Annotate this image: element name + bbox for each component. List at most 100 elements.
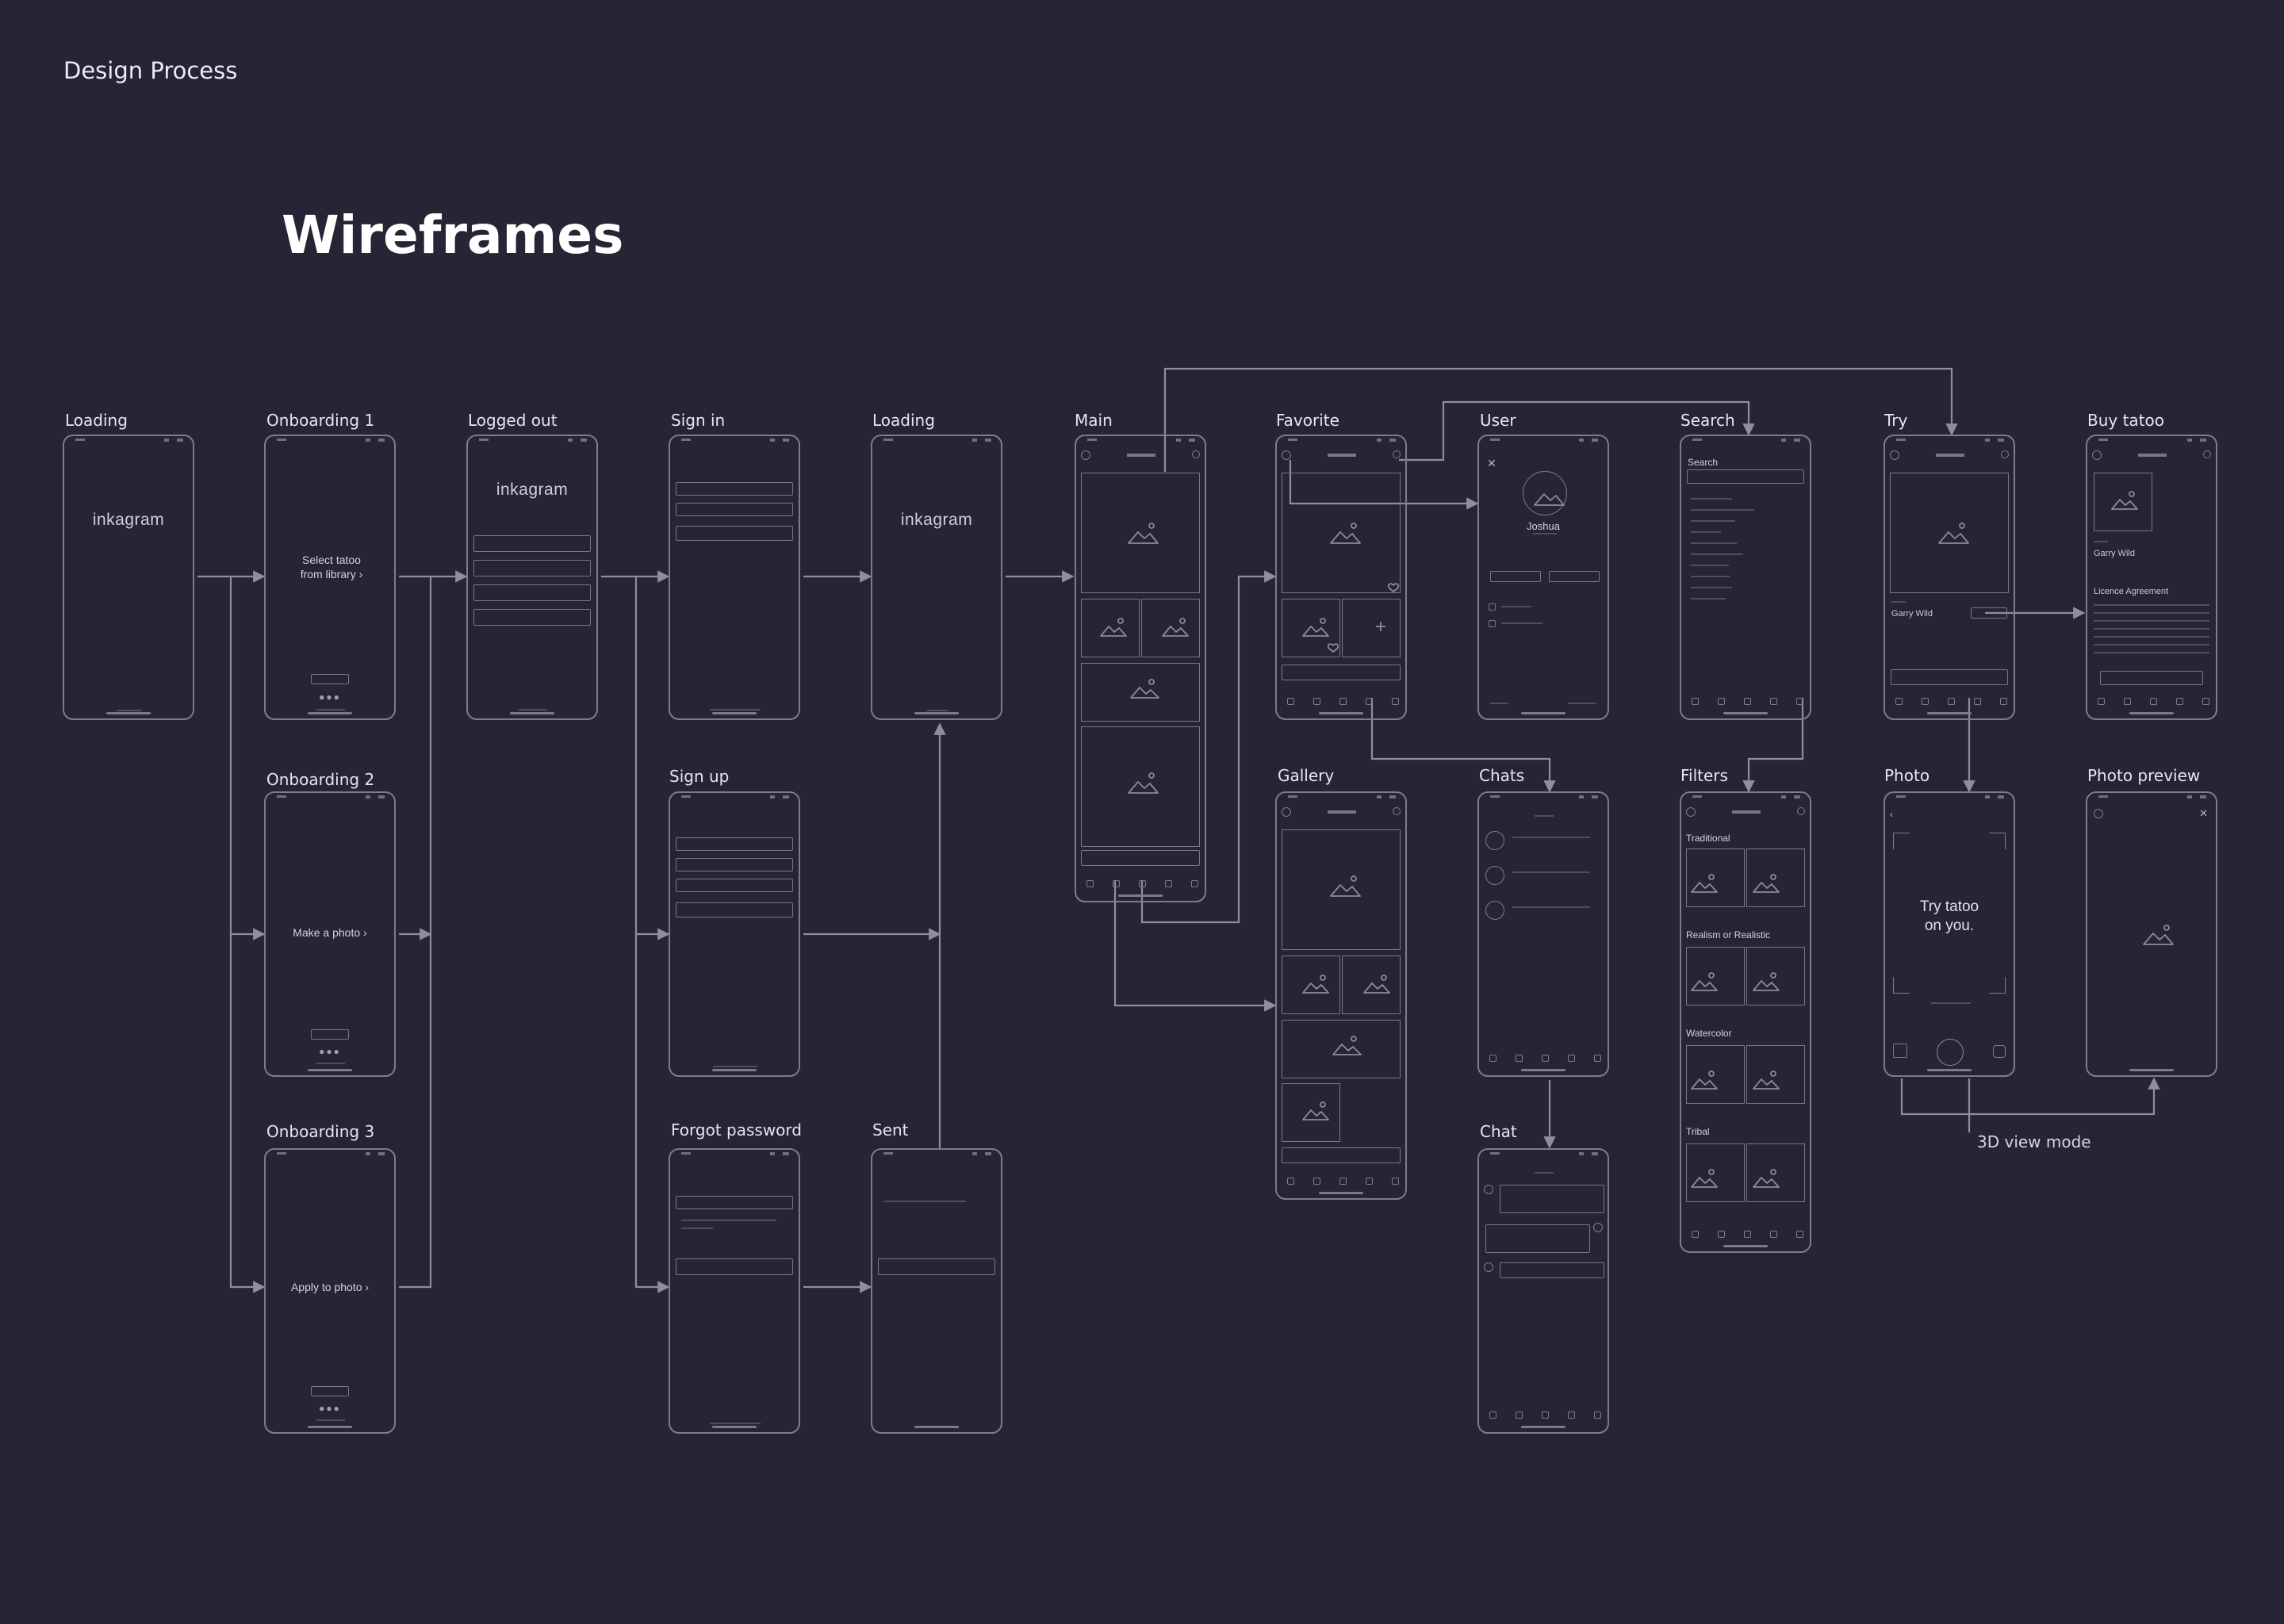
add-favorite-tile[interactable] [1342,599,1401,657]
style-option[interactable] [1691,520,1735,522]
see-more-button[interactable] [1282,665,1401,680]
app-header [1282,807,1401,818]
close-icon[interactable]: ✕ [1487,457,1496,469]
chats-header [1535,815,1554,817]
upload-photo-icon[interactable] [1489,620,1496,627]
logout-link[interactable] [1490,703,1508,704]
style-option[interactable] [1691,531,1721,533]
gallery-image[interactable] [1282,956,1340,1014]
signup-link[interactable] [710,1423,761,1424]
see-more-button[interactable] [1081,850,1200,866]
signup-email-button[interactable] [473,535,591,552]
signin-button[interactable] [878,1258,995,1275]
filter-image[interactable] [1686,848,1745,907]
avatar-icon[interactable] [2094,809,2103,818]
gallery-thumbnail[interactable] [1893,1044,1907,1058]
signup-button[interactable] [676,902,793,917]
chat-avatar[interactable] [1485,831,1504,850]
style-option[interactable] [1691,509,1754,511]
chat-avatar[interactable] [1485,901,1504,920]
gallery-image[interactable] [1282,829,1401,950]
gallery-image[interactable] [1342,956,1401,1014]
reset-password-button[interactable] [676,1258,793,1275]
avatar-icon[interactable] [1282,807,1291,817]
email-field[interactable] [676,482,793,496]
avatar-icon[interactable] [1282,450,1291,460]
privacy-policy-link[interactable] [1568,703,1596,704]
login-google-button[interactable] [473,560,591,576]
back-icon[interactable]: ‹ [1890,809,1893,820]
buy-with-pay-button[interactable] [2100,671,2203,685]
favorite-image[interactable] [1282,473,1401,593]
feed-image[interactable] [1081,473,1200,593]
avatar-icon[interactable] [2092,450,2102,460]
signup-link[interactable] [710,709,761,710]
search-icon[interactable] [1393,450,1401,458]
style-option[interactable] [1691,587,1732,588]
shutter-button[interactable] [1937,1039,1964,1066]
next-button[interactable] [311,1029,349,1040]
avatar-icon[interactable] [1081,450,1090,460]
search-icon[interactable] [2001,450,2009,458]
name-field[interactable] [676,837,793,851]
style-option[interactable] [1691,542,1737,544]
back-icon[interactable] [1686,807,1696,817]
switch-camera-icon[interactable] [1993,1045,2006,1058]
search-input[interactable] [1687,469,1804,484]
email-field[interactable] [676,858,793,871]
email-field[interactable] [676,1196,793,1209]
next-button[interactable] [311,1386,349,1396]
style-option[interactable] [1691,553,1743,555]
app-wordmark: inkagram [92,511,165,529]
status-bar [266,1150,394,1161]
chat-preview[interactable] [1512,906,1590,908]
search-icon[interactable] [1797,807,1805,815]
feed-image[interactable] [1081,663,1200,722]
buy-button[interactable] [1971,607,2007,619]
filter-image[interactable] [1746,1143,1805,1202]
feed-image[interactable] [1081,599,1140,657]
filter-image[interactable] [1686,1045,1745,1104]
filter-image[interactable] [1686,947,1745,1005]
password-field[interactable] [676,503,793,516]
status-bar [2087,436,2216,447]
signin-button[interactable] [473,609,591,626]
onboarding-text: Make a photo › [293,926,367,939]
connector-favorite-to-chats [1370,698,1556,793]
gallery-image[interactable] [1282,1020,1401,1078]
search-icon[interactable] [2203,450,2211,458]
filter-image[interactable] [1746,848,1805,907]
feed-image[interactable] [1081,726,1200,847]
filter-image[interactable] [1746,947,1805,1005]
see-more-button[interactable] [1282,1147,1401,1163]
add-tatoo-label[interactable] [1501,606,1531,607]
filter-image[interactable] [1746,1045,1805,1104]
try-button[interactable] [1891,669,2008,685]
camera-modes[interactable] [1931,1002,1971,1004]
search-icon[interactable] [1192,450,1200,458]
message-button[interactable] [1490,571,1541,582]
followed-button[interactable] [1549,571,1600,582]
next-button[interactable] [311,674,349,684]
style-option[interactable] [1691,598,1726,599]
login-facebook-button[interactable] [473,584,591,601]
style-option[interactable] [1691,565,1729,566]
upload-photo-label[interactable] [1501,622,1542,624]
feed-image[interactable] [1141,599,1200,657]
gallery-image[interactable] [1282,1083,1340,1142]
chat-preview[interactable] [1512,837,1590,838]
style-option[interactable] [1691,498,1732,500]
tab-bar [1688,1231,1803,1240]
add-tatoo-icon[interactable] [1489,603,1496,611]
password-field[interactable] [676,879,793,892]
chat-preview[interactable] [1512,871,1590,873]
style-option[interactable] [1691,576,1730,577]
filter-image[interactable] [1686,1143,1745,1202]
signin-link[interactable] [713,1066,757,1067]
signin-button[interactable] [676,526,793,541]
favorite-image[interactable] [1282,599,1340,657]
avatar-icon[interactable] [1890,450,1899,460]
chat-avatar[interactable] [1485,866,1504,885]
search-icon[interactable] [1393,807,1401,815]
close-icon[interactable]: ✕ [2199,807,2208,819]
